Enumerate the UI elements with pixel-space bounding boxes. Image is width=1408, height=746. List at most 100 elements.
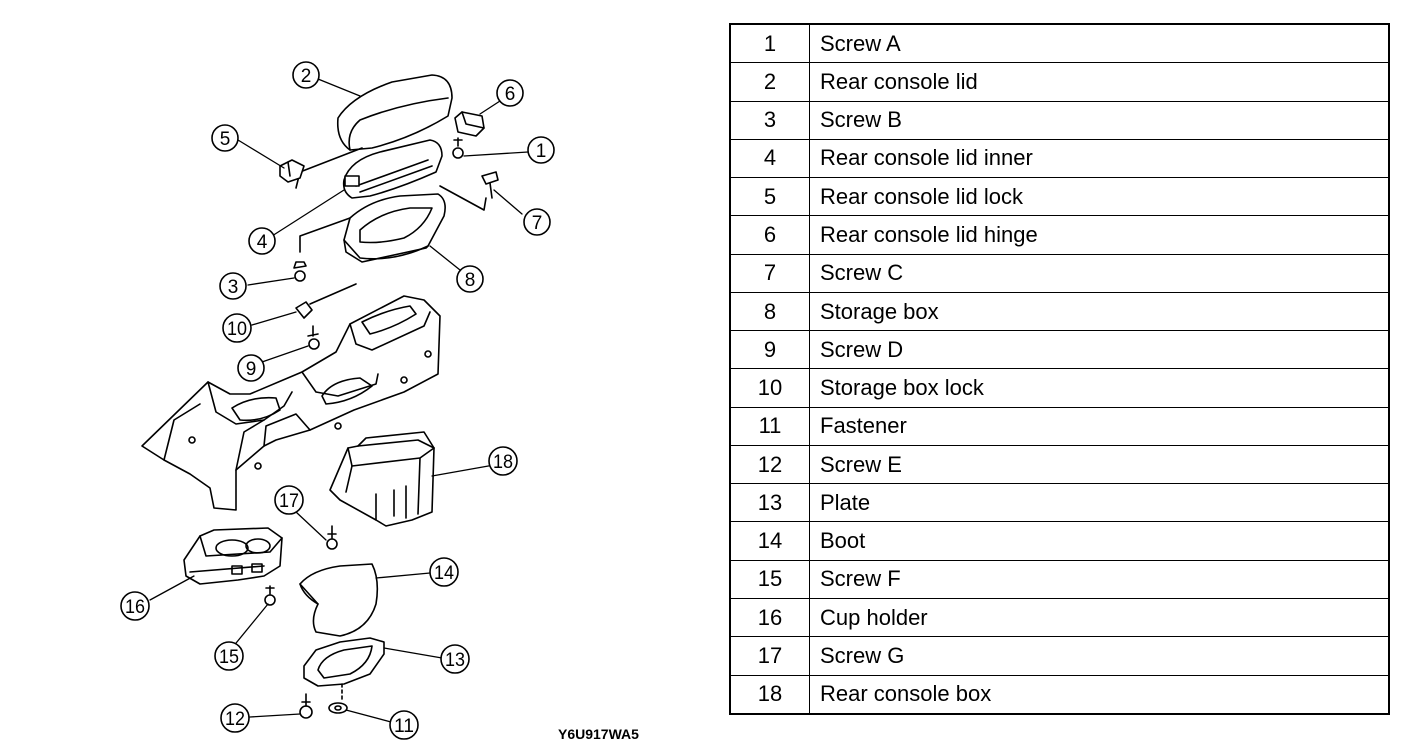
callout-1: 1	[527, 136, 555, 164]
screw-e-part	[299, 693, 313, 719]
lid-inner-part	[342, 139, 443, 199]
part-name: Rear console lid hinge	[809, 215, 1390, 255]
part-number: 13	[729, 483, 810, 523]
part-name: Rear console lid lock	[809, 177, 1390, 217]
leader-lines	[149, 78, 529, 723]
svg-text:6: 6	[505, 84, 516, 105]
boot-part	[299, 563, 379, 637]
callout-7: 7	[523, 208, 551, 236]
part-name: Plate	[809, 483, 1390, 523]
part-number: 2	[729, 62, 810, 102]
callout-9: 9	[237, 354, 265, 382]
callout-5: 5	[211, 124, 239, 152]
svg-text:2: 2	[301, 66, 312, 87]
part-number: 15	[729, 559, 810, 600]
callout-11: 11	[389, 710, 419, 740]
svg-text:5: 5	[220, 129, 231, 150]
plate-part	[303, 637, 385, 687]
cup-holder-part	[183, 527, 283, 585]
callout-15: 15	[214, 641, 244, 671]
screw-g-part	[326, 525, 338, 550]
part-name: Screw F	[809, 559, 1390, 600]
svg-text:1: 1	[536, 141, 547, 162]
part-number: 5	[729, 177, 810, 217]
part-name: Fastener	[809, 406, 1390, 446]
storage-box-part	[343, 193, 446, 263]
callout-10: 10	[222, 313, 252, 343]
svg-text:3: 3	[228, 277, 239, 298]
part-number: 16	[729, 597, 810, 638]
part-name: Screw E	[809, 444, 1390, 485]
callout-2: 2	[292, 61, 320, 89]
svg-text:17: 17	[279, 491, 299, 512]
callout-8: 8	[456, 265, 484, 293]
part-name: Screw A	[809, 23, 1390, 64]
part-number: 7	[729, 253, 810, 293]
svg-text:15: 15	[219, 647, 239, 668]
part-number: 14	[729, 521, 810, 561]
part-name: Screw G	[809, 636, 1390, 676]
part-number: 9	[729, 330, 810, 370]
part-number: 10	[729, 368, 810, 408]
screw-c-part	[481, 171, 499, 199]
part-name: Storage box	[809, 291, 1390, 332]
part-number: 3	[729, 100, 810, 140]
callout-14: 14	[429, 557, 459, 587]
part-name: Boot	[809, 521, 1390, 561]
exploded-diagram: 1 2 3 4 5 6 7 8 9 10 11 12	[0, 0, 700, 746]
screw-d-part	[307, 325, 320, 350]
screw-f-part	[264, 585, 276, 606]
part-number: 1	[729, 23, 810, 64]
part-name: Screw C	[809, 253, 1390, 293]
svg-text:18: 18	[493, 452, 513, 473]
svg-text:13: 13	[445, 650, 465, 671]
callout-3: 3	[219, 272, 247, 300]
part-name: Rear console box	[809, 674, 1390, 715]
svg-text:11: 11	[394, 716, 414, 737]
diagram-code: Y6U917WA5	[558, 726, 639, 742]
svg-text:10: 10	[227, 319, 247, 340]
part-number: 11	[729, 406, 810, 446]
screw-a-part	[452, 137, 464, 159]
part-name: Storage box lock	[809, 368, 1390, 408]
part-name: Rear console lid inner	[809, 138, 1390, 179]
callout-18: 18	[488, 446, 518, 476]
callout-17: 17	[274, 485, 304, 515]
rear-console-lid-part	[336, 74, 453, 151]
callout-6: 6	[496, 79, 524, 107]
svg-text:14: 14	[434, 563, 454, 584]
part-name: Screw D	[809, 330, 1390, 370]
screw-b-part	[293, 261, 307, 282]
lid-lock-part	[279, 159, 305, 183]
part-number: 4	[729, 138, 810, 179]
console-body-part	[141, 295, 441, 511]
callout-13: 13	[440, 644, 470, 674]
part-number: 8	[729, 291, 810, 332]
svg-text:12: 12	[225, 709, 245, 730]
svg-text:7: 7	[532, 213, 543, 234]
part-number: 17	[729, 636, 810, 676]
svg-text:8: 8	[465, 270, 476, 291]
part-number: 6	[729, 215, 810, 255]
callout-4: 4	[248, 227, 276, 255]
callout-12: 12	[220, 703, 250, 733]
svg-text:9: 9	[246, 359, 257, 380]
part-name: Rear console lid	[809, 62, 1390, 102]
part-name: Screw B	[809, 100, 1390, 140]
rear-console-box-part	[329, 431, 435, 527]
